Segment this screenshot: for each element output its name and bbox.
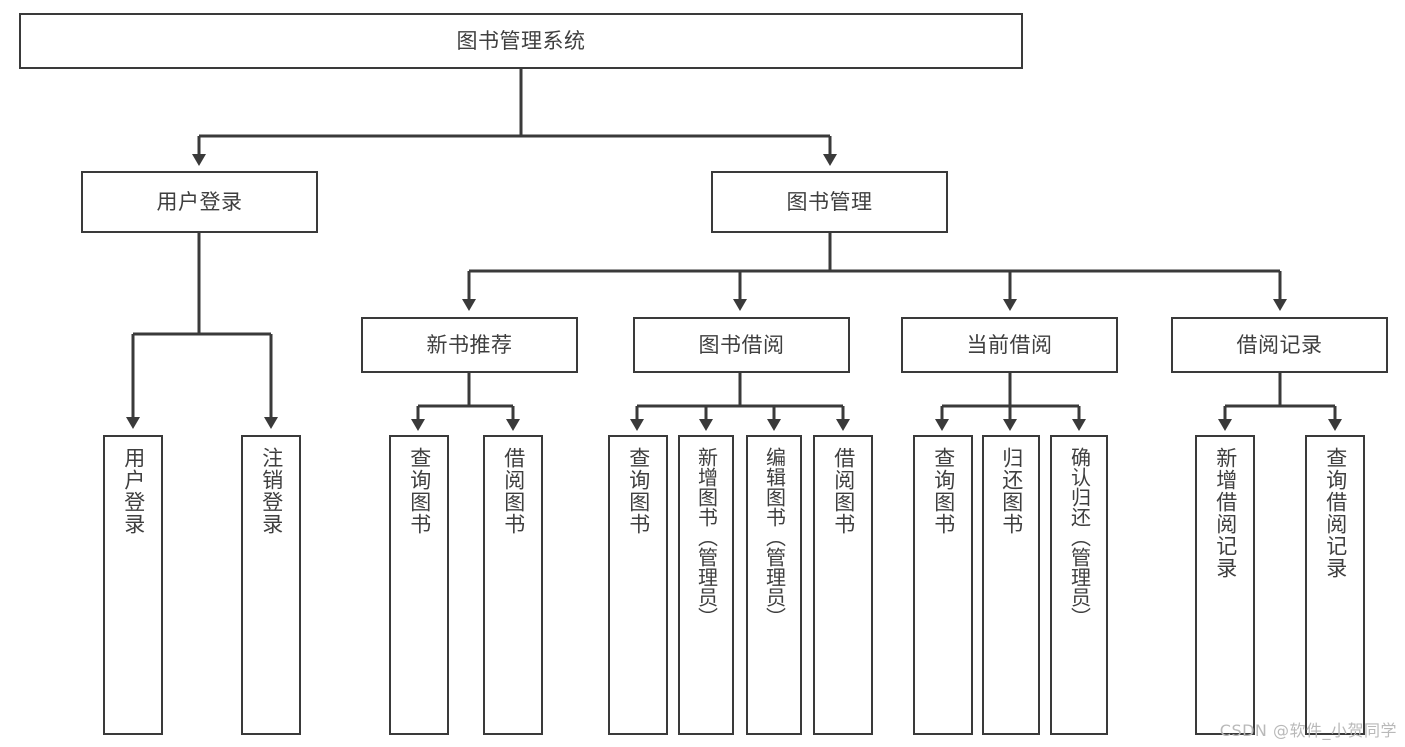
node-current-borrow[interactable]: 当前借阅 bbox=[901, 317, 1118, 373]
node-book-manage-label: 图书管理 bbox=[786, 189, 873, 214]
node-new-book-recommend-label: 新书推荐 bbox=[426, 332, 513, 357]
node-borrow-record-label: 借阅记录 bbox=[1236, 332, 1323, 357]
leaf-query-book-borrow-label: 查询图书 bbox=[626, 447, 651, 535]
leaf-edit-book-admin-label: 编辑图书（管理员） bbox=[762, 447, 787, 627]
leaf-query-book-recommend-label: 查询图书 bbox=[407, 447, 432, 535]
leaf-user-login[interactable]: 用户登录 bbox=[103, 435, 163, 735]
leaf-borrow-book-recommend-label: 借阅图书 bbox=[501, 447, 526, 535]
leaf-confirm-return-admin-label: 确认归还（管理员） bbox=[1067, 447, 1092, 627]
leaf-add-borrow-record-label: 新增借阅记录 bbox=[1213, 447, 1238, 579]
node-borrow-record[interactable]: 借阅记录 bbox=[1171, 317, 1388, 373]
node-user-login-label: 用户登录 bbox=[156, 189, 243, 214]
leaf-borrow-book-borrow-label: 借阅图书 bbox=[831, 447, 856, 535]
leaf-add-book-admin[interactable]: 新增图书（管理员） bbox=[678, 435, 734, 735]
node-user-login[interactable]: 用户登录 bbox=[81, 171, 318, 233]
leaf-user-login-label: 用户登录 bbox=[121, 447, 146, 535]
leaf-logout-label: 注销登录 bbox=[259, 447, 284, 535]
node-root-label: 图书管理系统 bbox=[456, 28, 586, 53]
leaf-return-book-label: 归还图书 bbox=[999, 447, 1024, 535]
node-book-borrow[interactable]: 图书借阅 bbox=[633, 317, 850, 373]
node-root[interactable]: 图书管理系统 bbox=[19, 13, 1023, 69]
leaf-add-book-admin-label: 新增图书（管理员） bbox=[694, 447, 719, 627]
leaf-return-book[interactable]: 归还图书 bbox=[982, 435, 1040, 735]
node-book-manage[interactable]: 图书管理 bbox=[711, 171, 948, 233]
leaf-query-book-current[interactable]: 查询图书 bbox=[913, 435, 973, 735]
watermark-text: CSDN @软件_小贺同学 bbox=[1219, 721, 1397, 740]
leaf-query-book-current-label: 查询图书 bbox=[931, 447, 956, 535]
node-current-borrow-label: 当前借阅 bbox=[966, 332, 1053, 357]
leaf-query-borrow-record[interactable]: 查询借阅记录 bbox=[1305, 435, 1365, 735]
leaf-query-book-borrow[interactable]: 查询图书 bbox=[608, 435, 668, 735]
leaf-edit-book-admin[interactable]: 编辑图书（管理员） bbox=[746, 435, 802, 735]
leaf-query-borrow-record-label: 查询借阅记录 bbox=[1323, 447, 1348, 579]
leaf-logout[interactable]: 注销登录 bbox=[241, 435, 301, 735]
leaf-borrow-book-recommend[interactable]: 借阅图书 bbox=[483, 435, 543, 735]
node-book-borrow-label: 图书借阅 bbox=[698, 332, 785, 357]
leaf-confirm-return-admin[interactable]: 确认归还（管理员） bbox=[1050, 435, 1108, 735]
leaf-add-borrow-record[interactable]: 新增借阅记录 bbox=[1195, 435, 1255, 735]
leaf-borrow-book-borrow[interactable]: 借阅图书 bbox=[813, 435, 873, 735]
leaf-query-book-recommend[interactable]: 查询图书 bbox=[389, 435, 449, 735]
node-new-book-recommend[interactable]: 新书推荐 bbox=[361, 317, 578, 373]
